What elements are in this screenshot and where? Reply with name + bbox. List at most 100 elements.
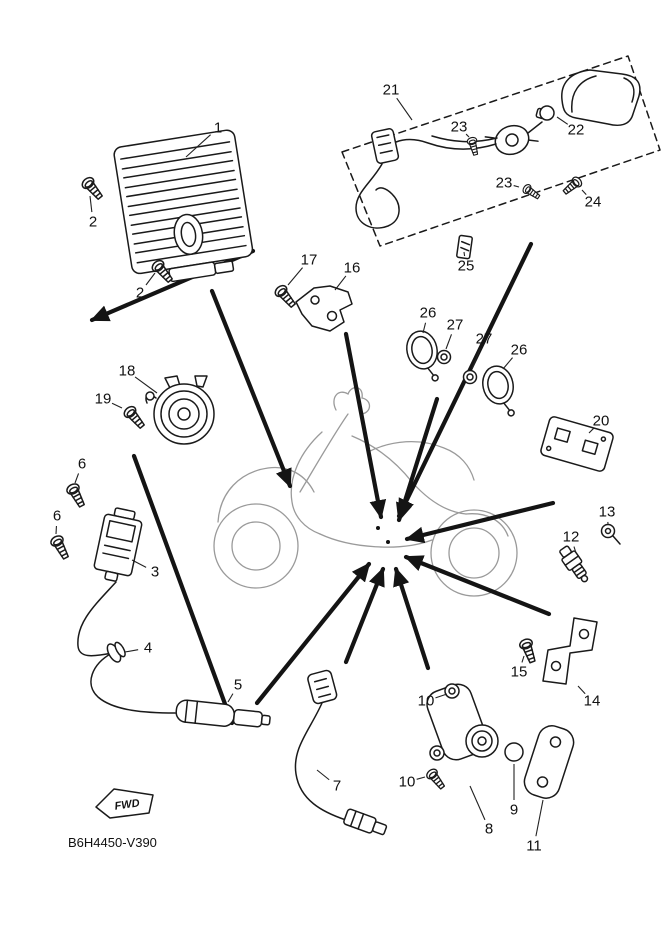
callout-leader-27 — [445, 334, 453, 350]
callout-leader-20 — [588, 427, 595, 434]
part-callout-22: 22 — [568, 122, 585, 139]
callout-leader-19 — [111, 402, 123, 409]
part-callout-6: 6 — [78, 456, 86, 473]
part-reflector-26a — [406, 330, 439, 382]
callout-leader-23 — [465, 133, 470, 138]
taillight-connector — [370, 128, 400, 164]
callout-leader-23 — [513, 185, 520, 188]
callout-leader-3 — [131, 559, 147, 568]
callout-leader-21 — [396, 97, 413, 121]
part-screw-23a — [465, 135, 481, 157]
part-callout-6: 6 — [53, 508, 61, 525]
part-callout-26: 26 — [511, 342, 528, 359]
part-callout-27: 27 — [476, 331, 493, 348]
fwd-label: FWD — [114, 797, 141, 812]
spark-plug-wire — [77, 581, 176, 714]
callout-leader-10 — [435, 693, 448, 699]
part-callout-27: 27 — [447, 317, 464, 334]
callout-leader-16 — [334, 275, 347, 291]
part-callout-8: 8 — [485, 821, 493, 838]
part-ecu-unit — [113, 129, 254, 283]
callout-leader-26 — [422, 322, 427, 334]
callout-leader-22 — [556, 116, 569, 125]
part-callout-21: 21 — [383, 82, 400, 99]
callout-leader-18 — [134, 376, 158, 394]
part-clip-25 — [456, 234, 473, 260]
part-callout-18: 18 — [119, 363, 136, 380]
part-callout-5: 5 — [234, 677, 242, 694]
part-callout-14: 14 — [584, 693, 601, 710]
part-screw-17 — [272, 282, 299, 311]
part-nut-27b — [462, 369, 478, 385]
part-reflector-26b — [482, 365, 515, 417]
part-callout-19: 19 — [95, 391, 112, 408]
callout-leader-8 — [469, 785, 486, 821]
part-gasket-11 — [523, 725, 575, 799]
taillight-assembly-box — [341, 55, 661, 247]
motorcycle-outline — [213, 387, 518, 597]
callout-leader-10 — [416, 776, 426, 780]
part-bolt-10b — [424, 766, 448, 792]
callout-leader-11 — [535, 799, 544, 837]
part-solenoid-8 — [426, 683, 499, 761]
part-callout-24: 24 — [585, 194, 602, 211]
part-callout-26: 26 — [420, 305, 437, 322]
part-sensor-12 — [559, 545, 589, 583]
callout-leader-15 — [521, 655, 525, 663]
part-bolt-19 — [121, 403, 148, 432]
part-o2-sensor-7 — [294, 669, 388, 836]
taillight-socket — [484, 124, 539, 156]
part-coil-3 — [93, 507, 143, 582]
fwd-arrow-icon: FWD — [95, 788, 154, 819]
part-screw-6b — [48, 533, 73, 562]
part-washer-13 — [600, 523, 621, 545]
callout-leader-5 — [227, 693, 234, 703]
part-grommet-4 — [106, 641, 126, 663]
part-bracket-16 — [295, 285, 353, 332]
callout-leader-6 — [74, 473, 80, 484]
callout-leader-2 — [89, 195, 93, 213]
callout-leader-17 — [287, 267, 303, 286]
part-callout-23: 23 — [451, 119, 468, 136]
part-screw-24 — [560, 174, 585, 198]
part-callout-11: 11 — [526, 838, 542, 855]
callout-layer: 1223456678910101112131415161718192021222… — [53, 82, 616, 855]
part-callout-7: 7 — [333, 778, 341, 795]
part-taillight-assembly — [355, 69, 641, 229]
callout-leader-4 — [124, 649, 139, 653]
part-callout-23: 23 — [496, 175, 513, 192]
callout-leader-26 — [502, 357, 513, 370]
callout-leader-24 — [581, 189, 587, 196]
part-callout-10: 10 — [399, 774, 416, 791]
leader-lines — [89, 241, 556, 726]
part-callout-25: 25 — [458, 258, 475, 275]
part-callout-2: 2 — [89, 214, 97, 231]
part-callout-3: 3 — [151, 564, 159, 581]
part-callout-20: 20 — [593, 413, 610, 430]
part-nut-27a — [436, 349, 452, 365]
part-callout-15: 15 — [511, 664, 528, 681]
part-callout-13: 13 — [599, 504, 616, 521]
part-callout-10: 10 — [418, 693, 435, 710]
callout-leader-25 — [463, 251, 466, 257]
part-bolt-2a — [79, 174, 106, 203]
part-unit-20 — [540, 416, 614, 472]
callout-leader-27 — [471, 348, 481, 370]
callout-leader-14 — [577, 685, 586, 695]
part-callout-17: 17 — [301, 252, 318, 269]
callout-leader-2 — [145, 272, 156, 286]
part-horn-18 — [145, 375, 215, 445]
part-bracket-14 — [542, 617, 598, 685]
callout-leader-7 — [316, 769, 330, 781]
part-callout-12: 12 — [563, 529, 580, 546]
part-callout-9: 9 — [510, 802, 518, 819]
callout-leader-12 — [573, 546, 577, 554]
part-callout-16: 16 — [344, 260, 361, 277]
part-callout-1: 1 — [214, 120, 222, 137]
diagram-code: B6H4450-V390 — [68, 835, 157, 850]
part-screw-6a — [64, 481, 89, 510]
part-plug-cap-5 — [175, 699, 271, 728]
part-bolt-15 — [517, 636, 540, 665]
part-callout-4: 4 — [144, 640, 152, 657]
